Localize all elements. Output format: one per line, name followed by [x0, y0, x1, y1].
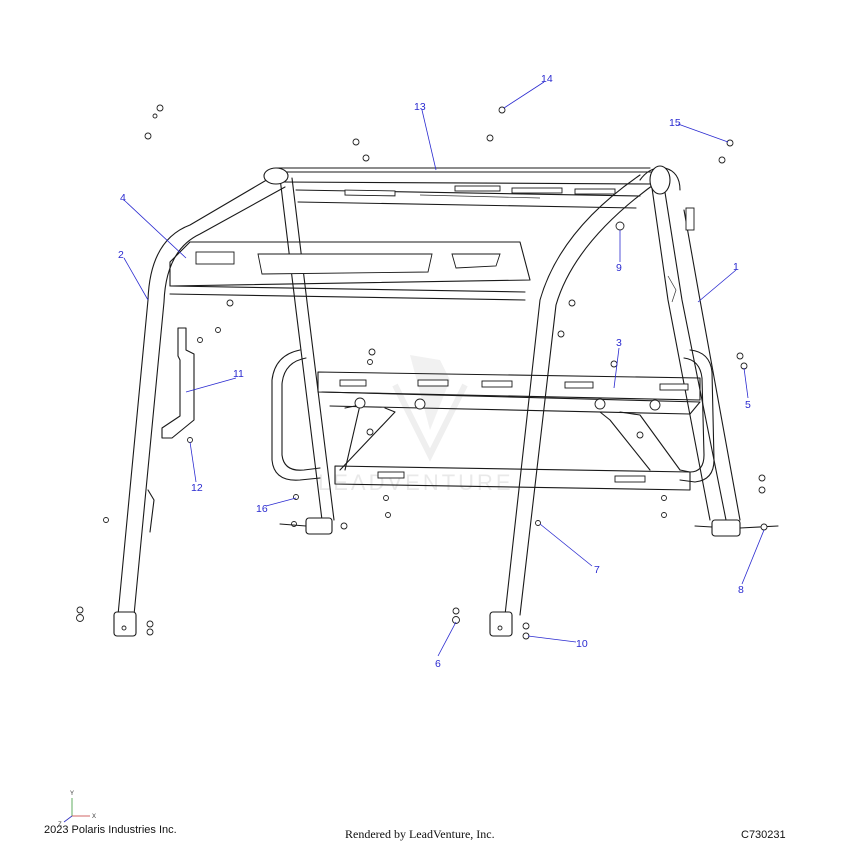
- watermark-logo: LEADVENTURE: [318, 355, 514, 495]
- leader-lines: [123, 81, 765, 657]
- callout-16: 16: [256, 503, 268, 515]
- axis-triad: Y X Z: [58, 791, 96, 828]
- front-roll-bar: [113, 165, 671, 637]
- callout-10: 10: [576, 638, 588, 650]
- callout-4: 4: [120, 192, 126, 204]
- callout-2: 2: [118, 249, 124, 261]
- callout-7: 7: [594, 564, 600, 576]
- diagram-code: C730231: [741, 829, 786, 841]
- axis-y-label: Y: [70, 791, 74, 797]
- hardware: [76, 104, 779, 640]
- watermark-text: LEADVENTURE: [318, 470, 514, 495]
- callout-14: 14: [541, 73, 553, 85]
- callouts: 1 2 3 4 5 6 7 8 9 10 11 12 13 14 15 16: [118, 73, 751, 670]
- copyright-text: 2023 Polaris Industries Inc.: [44, 824, 177, 836]
- base-mounts: [147, 489, 741, 537]
- callout-15: 15: [669, 117, 681, 129]
- rear-cage-frame: [279, 167, 741, 521]
- callout-1: 1: [733, 261, 739, 273]
- side-bracket: [161, 327, 195, 439]
- callout-9: 9: [616, 262, 622, 274]
- callout-3: 3: [616, 337, 622, 349]
- rack-cross-plate: [317, 371, 701, 491]
- callout-5: 5: [745, 399, 751, 411]
- front-panel-bracket: [169, 241, 531, 301]
- axis-z-label: Z: [58, 822, 62, 828]
- callout-6: 6: [435, 658, 441, 670]
- rendered-by-text: Rendered by LeadVenture, Inc.: [345, 827, 495, 841]
- callout-12: 12: [191, 482, 203, 494]
- callout-13: 13: [414, 101, 426, 113]
- callout-11: 11: [233, 368, 244, 380]
- grab-handles: [271, 349, 715, 483]
- axis-x-label: X: [92, 814, 96, 820]
- callout-8: 8: [738, 584, 744, 596]
